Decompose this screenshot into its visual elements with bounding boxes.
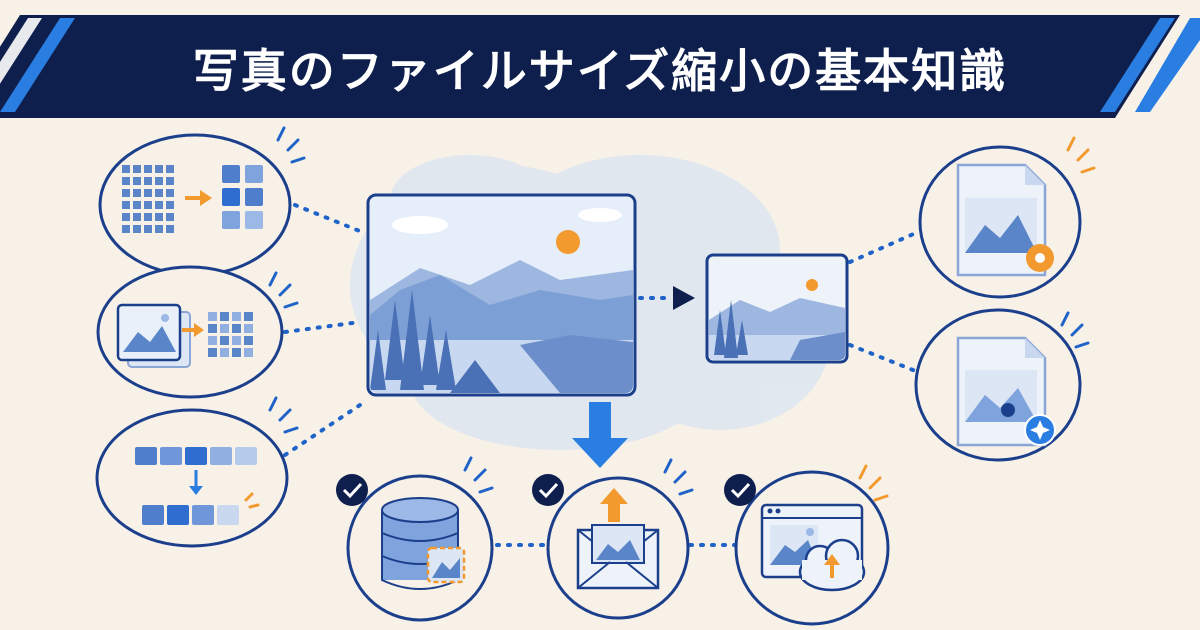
right-arrow-icon [673,286,695,310]
browser-cloud-upload-icon [760,503,866,592]
database-storage-icon [381,497,466,590]
image-file-settings-icon [956,163,1054,277]
check-icon-3 [724,474,756,506]
bottom-left-circle [346,474,494,622]
pixel-grid-reduce-icon [122,165,174,233]
left-middle-circle [96,265,284,399]
check-icon-1 [336,474,368,506]
bottom-middle-circle [546,476,690,620]
left-bottom-circle [95,408,289,548]
orange-arrow-icon [185,190,212,206]
landscape-photo-icon [366,193,637,397]
accent-ticks [268,126,1096,502]
header-banner [0,0,1200,125]
right-bottom-circle [914,308,1082,462]
bottom-right-circle [734,470,890,626]
down-arrow-icon [572,402,628,468]
right-top-circle [918,145,1082,299]
left-top-circle [98,133,292,277]
small-landscape-photo-icon [705,253,849,364]
image-to-pixel-grid-icon [116,303,253,368]
dotted-connectors [283,203,920,547]
page-title: 写真のファイルサイズ縮小の基本知識 [192,44,1008,98]
check-icon-2 [532,474,564,506]
color-blocks-compress-icon [135,447,260,525]
image-file-sparkle-icon [956,336,1056,447]
email-upload-icon [576,488,660,590]
